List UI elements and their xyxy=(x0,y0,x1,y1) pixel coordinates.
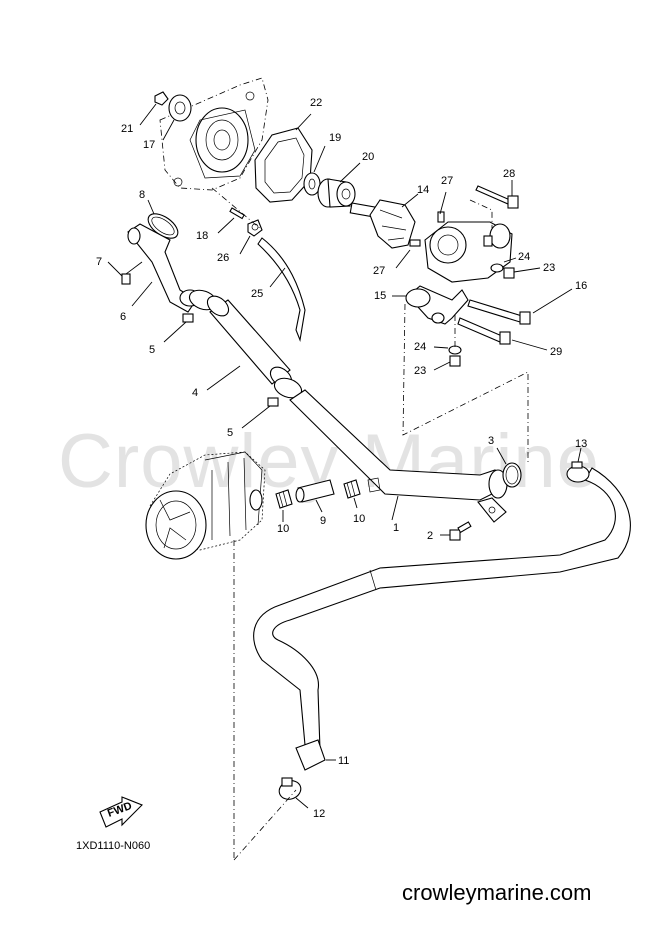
gasket-22 xyxy=(254,113,313,203)
nut-23-lower xyxy=(433,355,461,371)
callout-29: 29 xyxy=(550,346,562,358)
clamp-13 xyxy=(566,447,590,483)
fitting-10-right xyxy=(343,479,361,509)
bolt-16 xyxy=(467,288,573,325)
callout-16: 16 xyxy=(575,280,587,292)
callout-25: 25 xyxy=(251,288,263,300)
nut-23-upper xyxy=(503,267,541,279)
callout-12: 12 xyxy=(313,808,325,820)
callout-27-lower: 27 xyxy=(373,265,385,277)
filter-housing xyxy=(145,451,266,560)
o-ring-3 xyxy=(496,447,522,488)
callout-20: 20 xyxy=(362,151,374,163)
hose-4 xyxy=(206,295,293,391)
fitting-26 xyxy=(239,219,263,255)
callout-9: 9 xyxy=(320,515,326,527)
callout-4: 4 xyxy=(192,387,198,399)
bolt-2 xyxy=(440,521,472,541)
bolt-7 xyxy=(107,261,143,285)
pin-18 xyxy=(217,207,245,234)
bearing-17 xyxy=(162,94,192,141)
callout-10-left: 10 xyxy=(277,523,289,535)
callout-18: 18 xyxy=(196,230,208,242)
callout-8: 8 xyxy=(139,189,145,201)
callout-11: 11 xyxy=(338,755,349,767)
bolt-29 xyxy=(457,317,548,351)
washer-24-lower xyxy=(433,345,462,355)
elbow-15 xyxy=(392,285,469,325)
callout-13: 13 xyxy=(575,438,587,450)
callout-6: 6 xyxy=(120,311,126,323)
callout-28: 28 xyxy=(503,168,515,180)
callout-1: 1 xyxy=(393,522,399,534)
diagram-code: 1XD1110-N060 xyxy=(76,840,151,852)
hose-25 xyxy=(257,237,306,343)
callout-5-lower: 5 xyxy=(227,427,233,439)
website-label: crowleymarine.com xyxy=(402,880,592,905)
callout-23-upper: 23 xyxy=(543,262,555,274)
clamp-12 xyxy=(278,777,309,809)
hose-9 xyxy=(295,479,335,513)
callout-21: 21 xyxy=(121,123,133,135)
callout-19: 19 xyxy=(329,132,341,144)
hose-long xyxy=(253,467,631,771)
callout-22: 22 xyxy=(310,97,322,109)
callout-17: 17 xyxy=(143,139,155,151)
callout-5-upper: 5 xyxy=(149,344,155,356)
callout-3: 3 xyxy=(488,435,494,447)
mechanical-seal-20 xyxy=(317,162,361,208)
callout-14: 14 xyxy=(417,184,429,196)
fwd-arrow-icon: FWD xyxy=(99,796,143,828)
callout-2: 2 xyxy=(427,530,433,542)
callout-23-lower: 23 xyxy=(414,365,426,377)
impeller-14 xyxy=(349,193,419,249)
pipe-1 xyxy=(289,389,508,523)
bolt-28 xyxy=(475,180,519,209)
callout-27-upper: 27 xyxy=(441,175,453,187)
pin-27-upper xyxy=(439,191,447,215)
callout-15: 15 xyxy=(374,290,386,302)
fitting-10-left xyxy=(275,489,293,522)
callouts: 21 17 22 19 20 8 18 26 14 27 28 7 25 27 … xyxy=(96,97,587,820)
nut-21 xyxy=(139,91,169,126)
callout-10-right: 10 xyxy=(353,513,365,525)
washer-24-upper xyxy=(490,257,517,273)
pump-cover-assembly xyxy=(409,211,513,283)
callout-7: 7 xyxy=(96,256,102,268)
callout-24-upper: 24 xyxy=(518,251,530,263)
callout-26: 26 xyxy=(217,252,229,264)
callout-24-lower: 24 xyxy=(414,341,426,353)
seal-19 xyxy=(303,145,326,196)
engine-housing xyxy=(159,77,269,191)
pin-27-lower xyxy=(395,249,411,269)
